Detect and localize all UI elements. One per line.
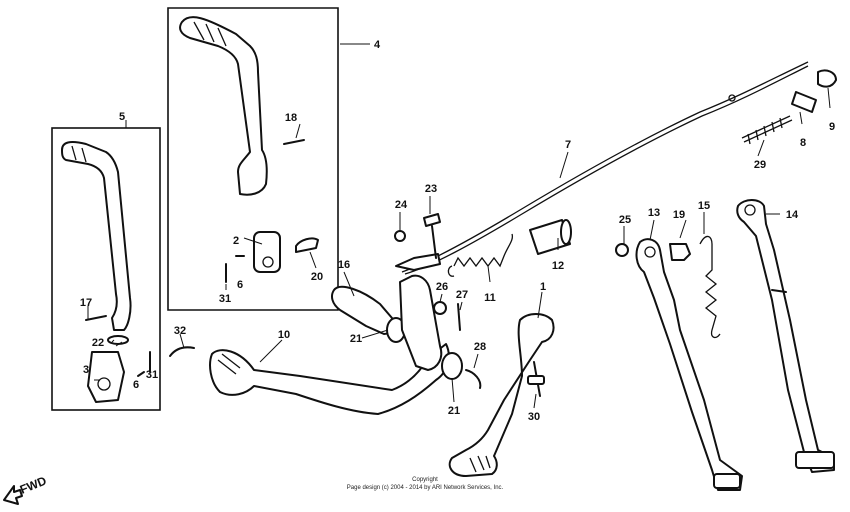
callout-31b: 31: [146, 369, 158, 381]
fwd-label: FWD: [18, 473, 49, 496]
callout-2: 2: [233, 235, 239, 247]
callout-labels: 1 2 3 4 5 6 6 7 8 9 10 11 12 13 14 15 16…: [80, 39, 835, 423]
nut-25-pin-19-spring-15: [615, 235, 721, 339]
callout-6b: 6: [133, 379, 139, 391]
pedal-pivot-arm: [331, 274, 482, 389]
callout-18: 18: [285, 112, 297, 124]
sleeve-12: [529, 219, 572, 255]
copyright-notice: Copyright Page design (c) 2004 - 2014 by…: [347, 477, 504, 491]
callout-26: 26: [436, 281, 448, 293]
callout-5: 5: [119, 111, 125, 123]
kick-arm-group-box-4: [167, 7, 339, 311]
callout-23: 23: [425, 183, 437, 195]
callout-7: 7: [565, 139, 571, 151]
callout-19: 19: [673, 209, 685, 221]
callout-32: 32: [174, 325, 186, 337]
callout-22: 22: [92, 337, 104, 349]
callout-9: 9: [829, 121, 835, 133]
callout-6a: 6: [237, 279, 243, 291]
callout-3: 3: [83, 364, 89, 376]
control-cable-7: [395, 61, 809, 275]
copyright-line-1: Copyright: [412, 477, 438, 483]
fwd-arrow-icon: [3, 485, 23, 505]
callout-10: 10: [278, 329, 290, 341]
callout-27: 27: [456, 289, 468, 301]
callout-28: 28: [474, 341, 486, 353]
bolt-23-nut-24: [394, 213, 441, 259]
callout-16: 16: [338, 259, 350, 271]
kick-lever-1: [448, 313, 555, 477]
callout-8: 8: [800, 137, 806, 149]
callout-15: 15: [698, 200, 710, 212]
callout-25: 25: [619, 214, 631, 226]
forward-direction-indicator: FWD: [3, 473, 49, 505]
callout-1: 1: [540, 281, 546, 293]
callout-17: 17: [80, 297, 92, 309]
cable-adjuster: [741, 69, 837, 145]
callout-14: 14: [786, 209, 799, 221]
callout-24: 24: [395, 199, 408, 211]
callout-12: 12: [552, 260, 564, 272]
return-spring-11: [447, 233, 514, 277]
leader-lines: [87, 43, 831, 409]
callout-30: 30: [528, 411, 540, 423]
kick-pivot-parts: [85, 139, 319, 403]
callout-11: 11: [484, 292, 496, 304]
main-stand-14: [736, 199, 835, 473]
callout-21b: 21: [448, 405, 460, 417]
callout-31a: 31: [219, 293, 231, 305]
callout-20: 20: [311, 271, 323, 283]
kick-starter-arm-lower: [61, 141, 132, 331]
callout-21a: 21: [350, 333, 362, 345]
side-stand-13: [635, 238, 743, 491]
callout-29: 29: [754, 159, 766, 171]
brake-pedal-10: [209, 343, 450, 415]
callout-4: 4: [374, 39, 381, 51]
kick-starter-arm-upper: [179, 16, 268, 196]
copyright-line-2: Page design (c) 2004 - 2014 by ARI Netwo…: [347, 485, 504, 491]
kick-arm-group-box-5: [51, 127, 161, 411]
callout-13: 13: [648, 207, 660, 219]
